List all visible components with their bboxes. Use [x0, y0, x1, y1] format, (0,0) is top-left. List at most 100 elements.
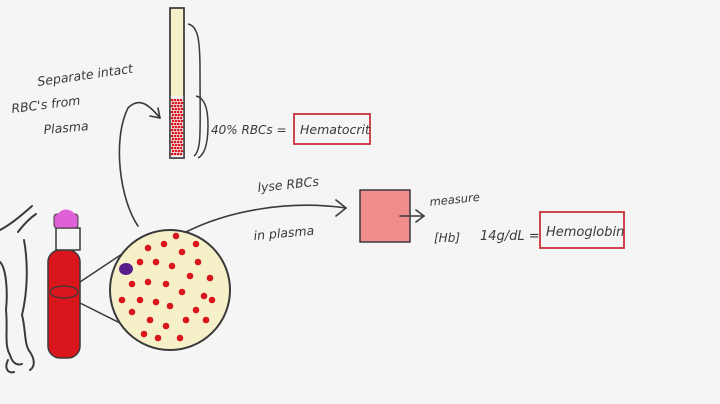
packed-red-cell — [171, 131, 175, 135]
packed-red-cell — [177, 125, 181, 129]
packed-red-cell — [170, 140, 174, 144]
packed-red-cell — [180, 131, 184, 135]
red-blood-cell — [136, 296, 144, 304]
hematocrit-label: Hematocrit — [300, 122, 371, 137]
arrow-to-hematocrit — [118, 101, 161, 227]
packed-red-cell — [174, 119, 178, 123]
packed-red-cell — [171, 119, 175, 123]
hb-value-label: 14g/dL = — [480, 229, 540, 244]
red-blood-cell — [178, 248, 186, 256]
packed-red-cell — [170, 152, 174, 156]
packed-red-cell — [180, 149, 184, 153]
packed-red-cell — [177, 143, 181, 147]
packed-red-cell — [174, 149, 178, 153]
tube-upper-segment — [55, 227, 81, 251]
packed-red-cell — [180, 143, 184, 147]
packed-red-cell — [171, 113, 175, 117]
packed-red-cells — [170, 98, 184, 156]
red-blood-cell — [206, 274, 214, 282]
arm-outline — [0, 205, 37, 374]
red-blood-cell — [178, 288, 186, 296]
plasma-circle — [109, 229, 231, 351]
red-blood-cell — [176, 334, 184, 342]
packed-red-cell — [179, 110, 183, 114]
red-blood-cell — [208, 296, 216, 304]
red-blood-cell — [140, 330, 148, 338]
red-blood-cell — [192, 306, 200, 314]
packed-red-cell — [174, 125, 178, 129]
packed-red-cell — [174, 131, 178, 135]
packed-red-cell — [173, 104, 177, 108]
packed-red-cell — [171, 125, 175, 129]
packed-red-cell — [179, 98, 183, 102]
tube-focus-ring — [49, 285, 79, 299]
red-blood-cell — [118, 296, 126, 304]
packed-red-cell — [179, 146, 183, 150]
packed-red-cell — [171, 101, 175, 105]
measure-label: measure — [429, 190, 481, 209]
hematocrit-tube — [169, 7, 185, 159]
red-blood-cell — [128, 280, 136, 288]
red-blood-cell — [192, 240, 200, 248]
packed-red-cell — [177, 107, 181, 111]
packed-red-cell — [177, 119, 181, 123]
packed-red-cell — [177, 131, 181, 135]
red-blood-cell — [136, 258, 144, 266]
packed-red-cell — [177, 137, 181, 141]
packed-red-cell — [174, 137, 178, 141]
packed-red-cell — [179, 128, 183, 132]
packed-red-cell — [180, 119, 184, 123]
red-blood-cell — [146, 316, 154, 324]
packed-red-cell — [174, 101, 178, 105]
packed-red-cell — [180, 113, 184, 117]
packed-red-cell — [176, 140, 180, 144]
packed-red-cell — [173, 128, 177, 132]
packed-red-cell — [179, 104, 183, 108]
red-blood-cell — [202, 316, 210, 324]
packed-red-cell — [174, 107, 178, 111]
red-blood-cell — [200, 292, 208, 300]
hb-bracket-label: [Hb] — [434, 231, 460, 245]
red-blood-cell — [144, 244, 152, 252]
packed-red-cell — [173, 146, 177, 150]
packed-red-cell — [170, 110, 174, 114]
packed-red-cell — [174, 143, 178, 147]
packed-red-cell — [173, 98, 177, 102]
packed-red-cell — [179, 134, 183, 138]
arrow-to-measure — [399, 209, 425, 223]
red-blood-cell — [160, 240, 168, 248]
red-blood-cell — [168, 262, 176, 270]
packed-red-cell — [180, 107, 184, 111]
magnified-blood-sample — [109, 229, 231, 351]
hematocrit-brackets — [187, 23, 209, 159]
lyse-label-line2: in plasma — [253, 223, 315, 243]
red-blood-cells — [118, 232, 216, 342]
lyse-label-line1: lyse RBCs — [257, 174, 320, 195]
red-blood-cell — [166, 302, 174, 310]
packed-red-cell — [176, 152, 180, 156]
packed-red-cell — [173, 110, 177, 114]
packed-red-cell — [180, 101, 184, 105]
packed-red-cell — [179, 152, 183, 156]
packed-red-cell — [176, 128, 180, 132]
packed-red-cell — [171, 137, 175, 141]
separate-label-line3: Plasma — [43, 118, 89, 137]
hemoglobin-box — [539, 211, 625, 249]
arrow-to-lysed-sample — [185, 199, 347, 233]
packed-red-cell — [170, 146, 174, 150]
red-blood-cell — [172, 232, 180, 240]
red-blood-cell — [162, 322, 170, 330]
packed-red-cell — [173, 122, 177, 126]
packed-red-cell — [179, 140, 183, 144]
red-blood-cell — [152, 258, 160, 266]
tube-blood — [47, 249, 81, 359]
packed-red-cell — [176, 98, 180, 102]
hematocrit-box — [293, 113, 371, 145]
packed-red-cell — [171, 143, 175, 147]
red-blood-cell — [128, 308, 136, 316]
red-blood-cell — [162, 280, 170, 288]
packed-red-cell — [177, 149, 181, 153]
red-blood-cell — [182, 316, 190, 324]
